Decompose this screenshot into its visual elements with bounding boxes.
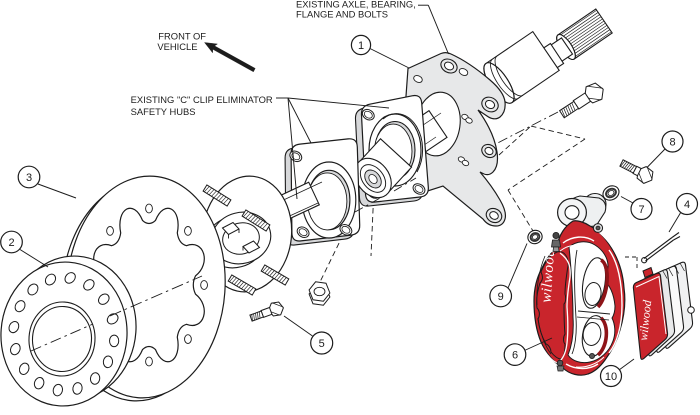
svg-text:SAFETY HUBS: SAFETY HUBS: [131, 106, 196, 117]
svg-text:wilwood: wilwood: [636, 298, 654, 341]
svg-text:7: 7: [638, 204, 644, 216]
svg-text:10: 10: [605, 371, 617, 383]
svg-text:2: 2: [8, 237, 14, 249]
svg-text:5: 5: [319, 338, 325, 350]
svg-text:8: 8: [669, 136, 675, 148]
svg-text:EXISTING AXLE, BEARING,: EXISTING AXLE, BEARING,: [296, 0, 416, 9]
svg-text:4: 4: [684, 199, 690, 211]
svg-text:9: 9: [498, 291, 504, 303]
svg-text:3: 3: [26, 172, 32, 184]
svg-text:1: 1: [358, 40, 364, 52]
svg-text:EXISTING "C" CLIP ELIMINATOR: EXISTING "C" CLIP ELIMINATOR: [131, 94, 273, 105]
svg-text:VEHICLE: VEHICLE: [157, 41, 197, 52]
svg-text:wilwood: wilwood: [539, 248, 559, 303]
svg-text:FRONT OF: FRONT OF: [158, 31, 206, 42]
svg-text:6: 6: [512, 350, 518, 362]
svg-text:FLANGE AND BOLTS: FLANGE AND BOLTS: [296, 9, 388, 20]
